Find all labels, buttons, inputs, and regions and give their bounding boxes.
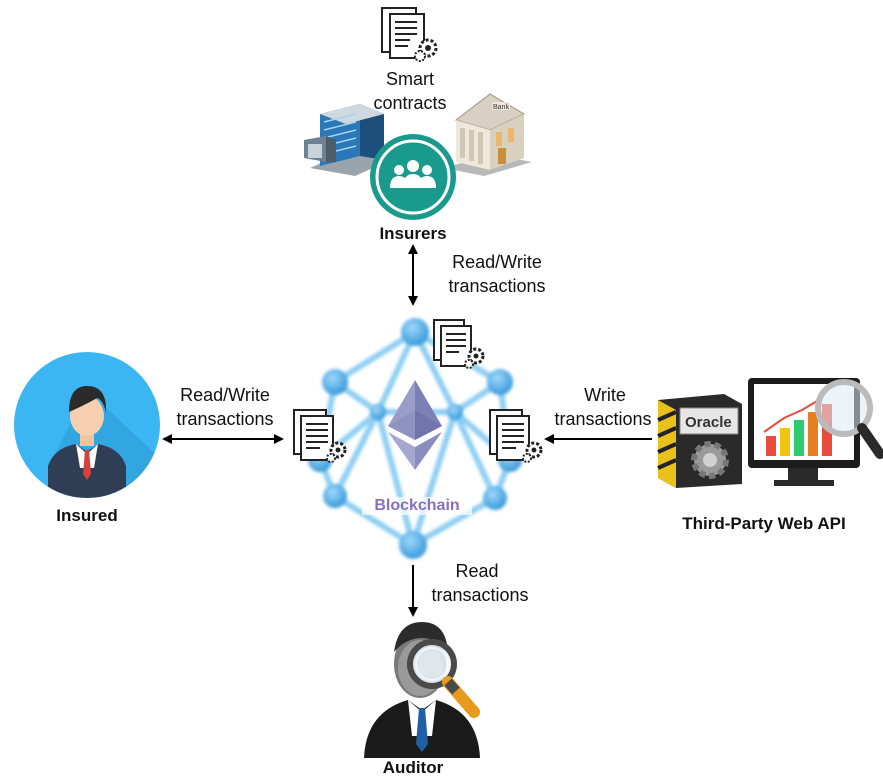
blockchain-right-contract-icon (489, 409, 543, 463)
insured-avatar-icon (14, 352, 160, 498)
bank-building-icon: Bank (444, 93, 532, 176)
office-building-icon (304, 104, 395, 176)
insurers-icon (370, 134, 456, 220)
blockchain-network-graphic (308, 318, 522, 559)
auditor-edge-label-line1: Read (455, 561, 499, 581)
smart-contracts-label-line2: contracts (373, 93, 447, 113)
smart-contracts-document-icon (381, 7, 438, 62)
insured-edge-label-line1: Read/Write (180, 385, 270, 405)
insurers-edge-label-line1: Read/Write (452, 252, 542, 272)
smart-contracts-label-line1: Smart (385, 69, 434, 89)
auditor-icon (364, 622, 480, 758)
blockchain-top-contract-icon (433, 319, 485, 369)
ethereum-logo-icon (388, 380, 442, 470)
oracle-box-icon: Oracle (657, 394, 742, 488)
oracle-box-text: Oracle (685, 414, 732, 431)
insured-label: Insured (56, 506, 118, 525)
insured-edge-label-line2: transactions (176, 409, 274, 429)
blockchain-left-contract-icon (293, 409, 347, 463)
oracle-blockchain-arrow (544, 434, 652, 444)
insured-blockchain-arrow (162, 434, 284, 444)
blockchain-label: Blockchain (362, 497, 472, 515)
auditor-edge-label-line2: transactions (431, 585, 529, 605)
insurers-label: Insurers (379, 224, 447, 243)
web-api-monitor-icon (748, 378, 883, 486)
insurers-edge-label-line2: transactions (448, 276, 546, 296)
oracle-edge-label-line1: Write (584, 385, 626, 405)
blockchain-auditor-arrow (408, 565, 418, 617)
auditor-label: Auditor (382, 758, 444, 777)
third-party-label: Third-Party Web API (682, 514, 846, 533)
bank-sign-text: Bank (493, 104, 509, 111)
oracle-edge-label-line2: transactions (554, 409, 652, 429)
insurers-blockchain-arrow (408, 244, 418, 306)
